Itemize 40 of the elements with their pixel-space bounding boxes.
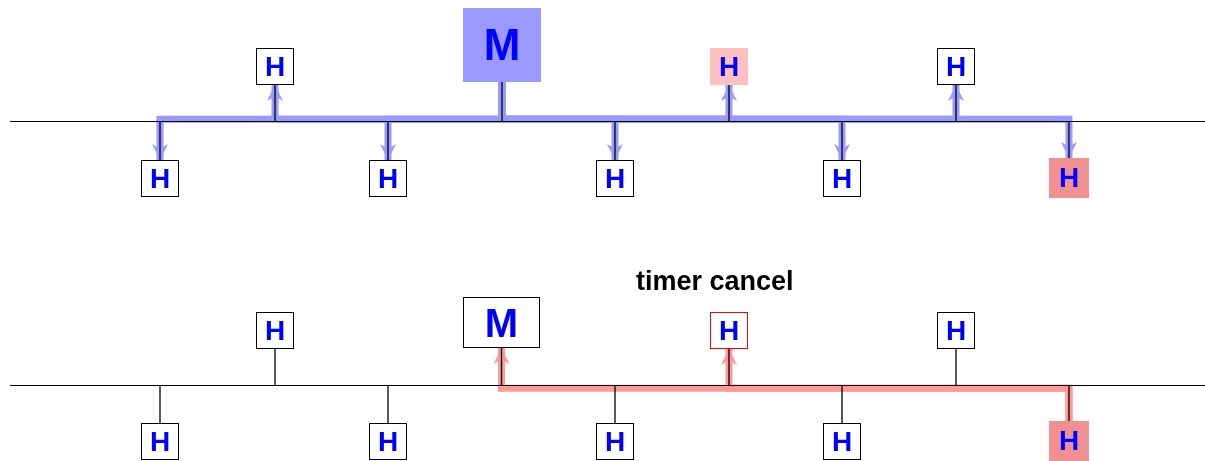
station-box: H — [823, 160, 861, 197]
connector-line — [387, 121, 389, 161]
connector-line — [728, 84, 730, 123]
connector-line — [159, 385, 161, 424]
bus-line — [10, 385, 1205, 387]
station-box: H — [1049, 158, 1089, 198]
station-box: H — [937, 312, 975, 349]
connector-line — [501, 81, 503, 123]
connector-line — [274, 84, 276, 123]
station-box: H — [141, 423, 179, 460]
connector-line — [614, 385, 616, 424]
station-box: H — [710, 48, 748, 85]
station-box: H — [823, 423, 861, 460]
station-box: H — [596, 160, 634, 197]
bus-line — [10, 121, 1205, 123]
station-box: H — [141, 160, 179, 197]
connector-line — [387, 385, 389, 424]
connector-line — [955, 84, 957, 123]
station-box: H — [710, 312, 748, 349]
connector-line — [955, 348, 957, 387]
station-box: H — [256, 48, 294, 85]
station-box: H — [369, 423, 407, 460]
caption-text: timer cancel — [636, 266, 794, 297]
station-box: H — [1049, 421, 1089, 461]
connector-line — [159, 121, 161, 161]
connector-line — [614, 121, 616, 161]
connector-line — [500, 347, 503, 387]
connector-line — [728, 348, 730, 387]
station-box: H — [369, 160, 407, 197]
station-box: M — [463, 297, 540, 348]
station-box: H — [937, 48, 975, 85]
connector-line — [841, 121, 843, 161]
connector-line — [1068, 385, 1070, 422]
connector-line — [274, 348, 276, 387]
station-box: H — [596, 423, 634, 460]
connector-line — [1068, 121, 1070, 159]
station-box: M — [463, 8, 541, 82]
station-box: H — [256, 312, 294, 349]
arrow — [721, 349, 1073, 421]
connector-line — [841, 385, 843, 424]
